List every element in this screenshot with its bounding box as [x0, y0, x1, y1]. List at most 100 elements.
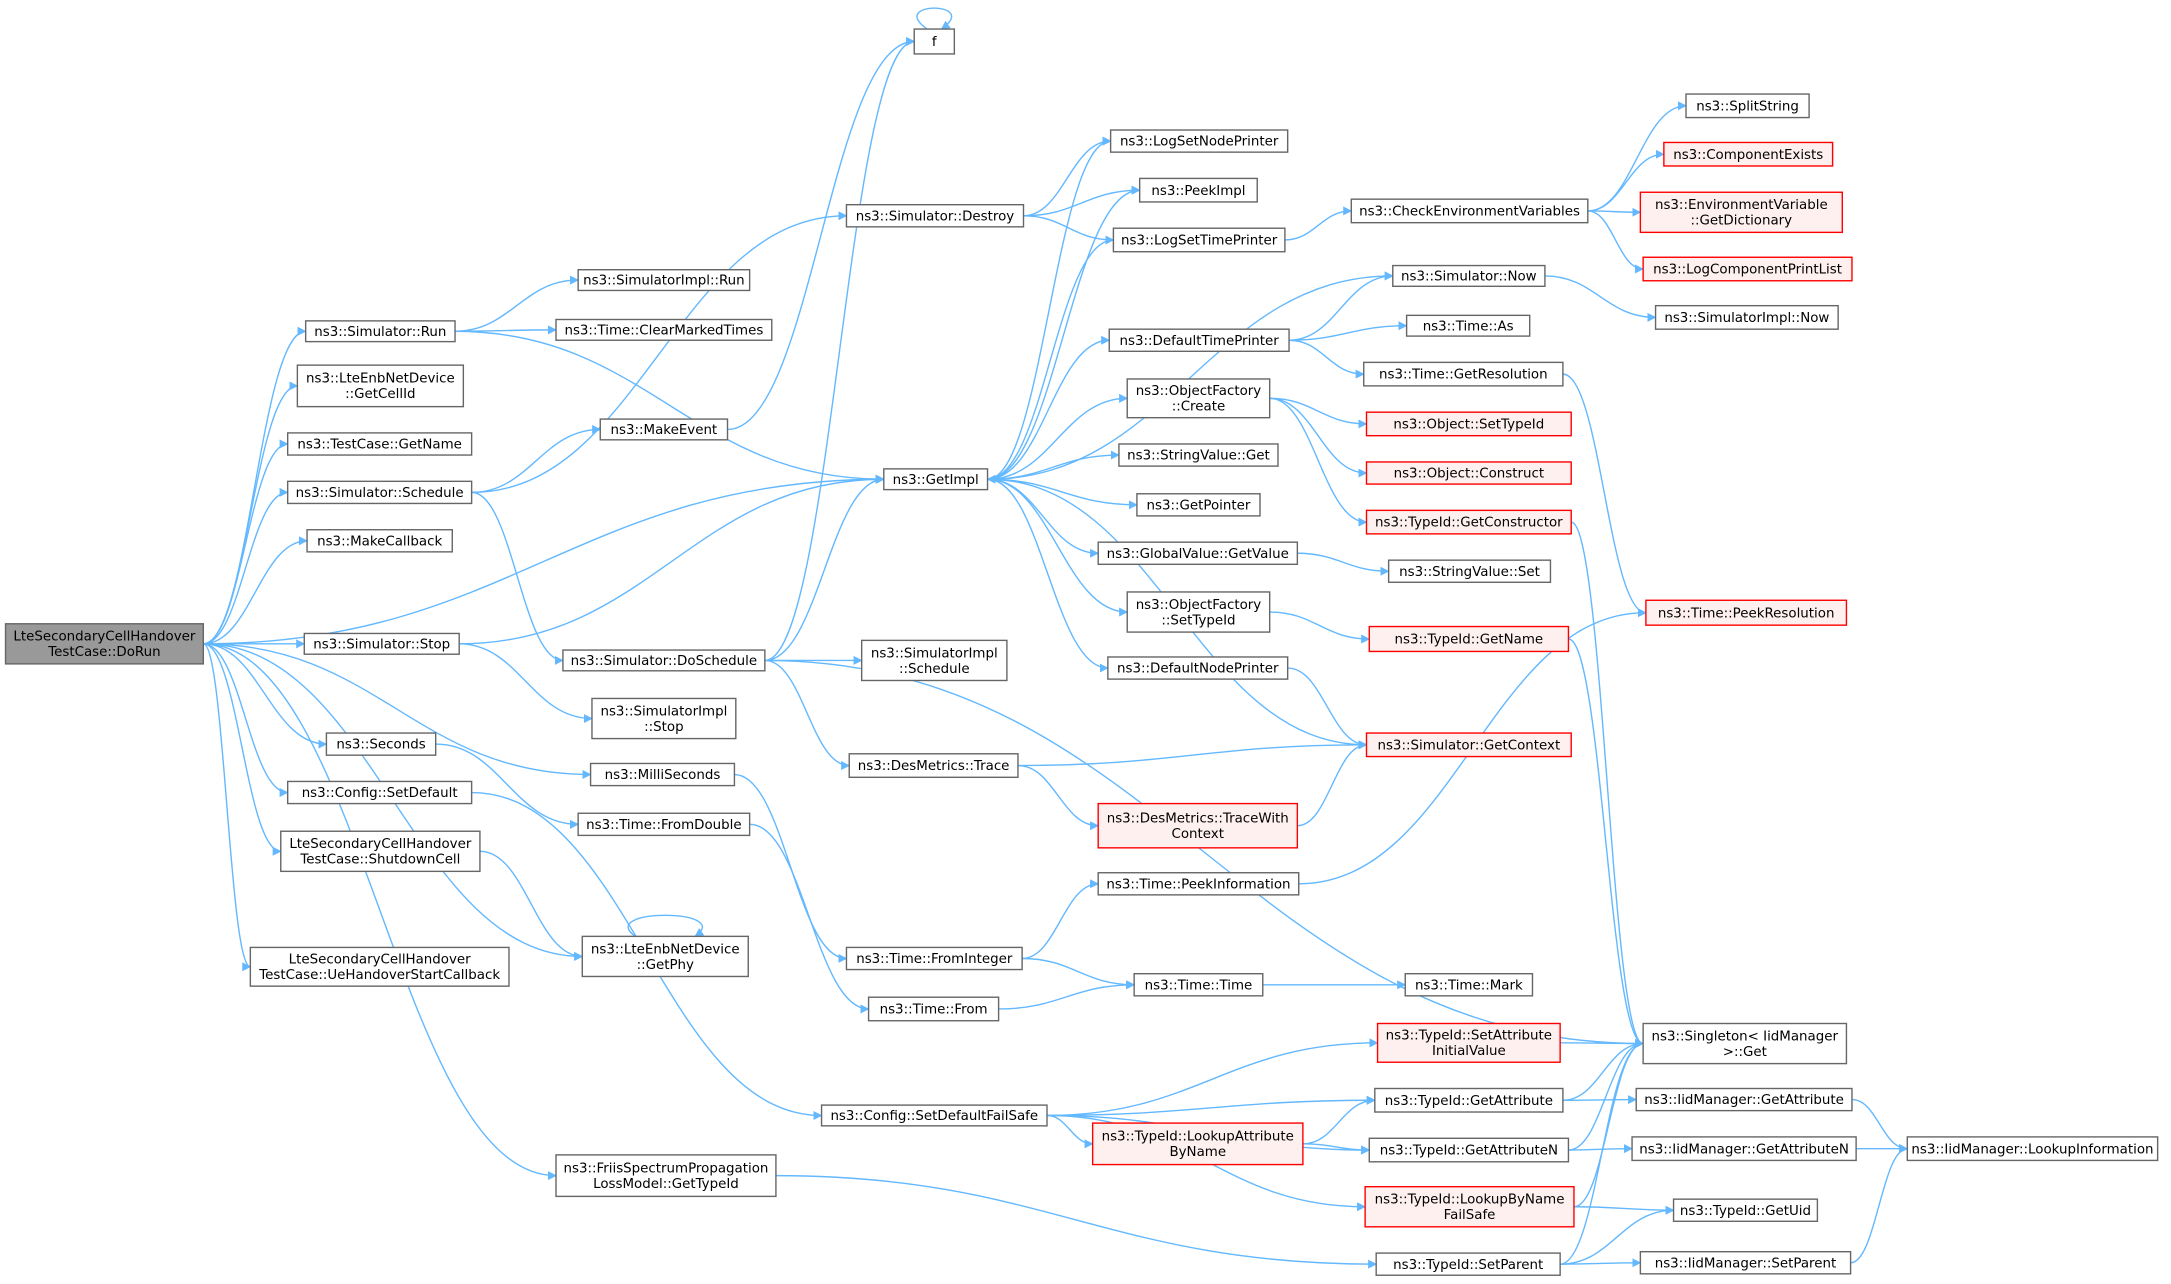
edge-root-to-makeCallback [203, 536, 308, 645]
node-box [1639, 191, 1843, 234]
node-f[interactable]: f [913, 28, 956, 55]
node-getConstructor[interactable]: ns3::TypeId::GetConstructor [1365, 509, 1572, 535]
node-label: ns3::Time::PeekResolution [1658, 606, 1835, 621]
node-getResolution[interactable]: ns3::Time::GetResolution [1363, 361, 1564, 387]
node-getImpl[interactable]: ns3::GetImpl [883, 468, 989, 491]
node-box [591, 697, 737, 740]
node-label: ns3::EnvironmentVariable [1655, 198, 1828, 213]
node-timeFrom[interactable]: ns3::Time::From [867, 996, 1000, 1022]
node-box [1107, 656, 1289, 680]
node-fromInteger[interactable]: ns3::Time::FromInteger [845, 946, 1023, 971]
node-simImplSchedule[interactable]: ns3::SimulatorImpl::Schedule [860, 639, 1008, 682]
node-box [1112, 227, 1286, 253]
node-iidGetAttr[interactable]: ns3::IidManager::GetAttribute [1635, 1087, 1853, 1112]
node-simImplStop[interactable]: ns3::SimulatorImpl::Stop [591, 697, 737, 740]
node-splitString[interactable]: ns3::SplitString [1685, 93, 1810, 119]
edge-getImpl-to-logSetNode [987, 136, 1112, 480]
node-objConstruct[interactable]: ns3::Object::Construct [1365, 461, 1572, 485]
node-iidLookupInfo[interactable]: ns3::IidManager::LookupInformation [1906, 1136, 2159, 1162]
node-label: ns3::Time::FromInteger [856, 952, 1013, 967]
node-objFacCreate[interactable]: ns3::ObjectFactory::Create [1126, 378, 1271, 419]
node-timeAs[interactable]: ns3::Time::As [1405, 314, 1531, 337]
node-defTimePrinter[interactable]: ns3::DefaultTimePrinter [1108, 328, 1290, 353]
node-label: ns3::SimulatorImpl [600, 704, 727, 719]
edge-doSchedule-to-f [764, 37, 916, 662]
node-tidSetParent[interactable]: ns3::TypeId::SetParent [1375, 1252, 1561, 1276]
edge-defTimePrinter-to-timeAs [1289, 321, 1408, 341]
node-simStop[interactable]: ns3::Simulator::Stop [303, 632, 460, 655]
node-peekImpl[interactable]: ns3::PeekImpl [1138, 177, 1258, 203]
node-objFacSetTypeId[interactable]: ns3::ObjectFactory::SetTypeId [1126, 591, 1271, 633]
node-cfgSetDefault[interactable]: ns3::Config::SetDefault [286, 780, 473, 805]
edge-getImpl-to-peekImpl [987, 185, 1141, 480]
node-milliSeconds[interactable]: ns3::MilliSeconds [589, 762, 736, 787]
node-makeEvent[interactable]: ns3::MakeEvent [599, 418, 729, 441]
node-getPointer[interactable]: ns3::GetPointer [1136, 493, 1261, 517]
edge-f-to-f [916, 7, 953, 30]
edge-defTimePrinter-to-simNow [1289, 271, 1394, 341]
node-box [1639, 1251, 1852, 1275]
node-label: ns3::ObjectFactory [1136, 598, 1262, 613]
edge-simSchedule-to-simDestroy [471, 211, 848, 494]
node-box [820, 1104, 1048, 1127]
node-box [1363, 361, 1564, 387]
node-defNodePrinter[interactable]: ns3::DefaultNodePrinter [1107, 656, 1289, 680]
node-logSetTime[interactable]: ns3::LogSetTimePrinter [1112, 227, 1286, 253]
node-ueHoStart[interactable]: LteSecondaryCellHandoverTestCase::UeHand… [249, 946, 510, 987]
node-box [1374, 1087, 1564, 1113]
edge-getImpl-to-defTimePrinter [987, 335, 1111, 480]
node-timeMark[interactable]: ns3::Time::Mark [1404, 973, 1534, 997]
node-peekInfo[interactable]: ns3::Time::PeekInformation [1097, 872, 1300, 896]
node-enbGetCellId[interactable]: ns3::LteEnbNetDevice::GetCellId [296, 364, 465, 408]
node-simSchedule[interactable]: ns3::Simulator::Schedule [286, 480, 473, 505]
node-tidGetAttrN[interactable]: ns3::TypeId::GetAttributeN [1368, 1137, 1570, 1163]
node-seconds[interactable]: ns3::Seconds [325, 732, 437, 756]
node-makeCallback[interactable]: ns3::MakeCallback [306, 529, 453, 553]
node-tidGetAttr[interactable]: ns3::TypeId::GetAttribute [1374, 1087, 1564, 1113]
node-fromDouble[interactable]: ns3::Time::FromDouble [577, 812, 751, 837]
node-box [249, 946, 510, 987]
node-desTrace[interactable]: ns3::DesMetrics::Trace [848, 753, 1019, 779]
node-objSetTypeId[interactable]: ns3::Object::SetTypeId [1365, 411, 1572, 437]
edge-root-to-shutdownCell [203, 643, 282, 856]
node-peekResolution[interactable]: ns3::Time::PeekResolution [1645, 599, 1848, 626]
node-tcGetName[interactable]: ns3::TestCase::GetName [286, 432, 473, 456]
node-label: ns3::Time::Mark [1415, 978, 1523, 993]
node-label: ns3::LteEnbNetDevice [306, 372, 455, 387]
node-tidGetUid[interactable]: ns3::TypeId::GetUid [1672, 1198, 1819, 1222]
node-strValSet[interactable]: ns3::StringValue::Set [1387, 559, 1552, 583]
node-compExists[interactable]: ns3::ComponentExists [1663, 141, 1834, 167]
node-strValGet[interactable]: ns3::StringValue::Get [1118, 443, 1279, 467]
edge-root-to-milliSeconds [203, 643, 592, 780]
node-singletonGet[interactable]: ns3::Singleton< IidManager>::Get [1642, 1022, 1848, 1065]
node-getPhy[interactable]: ns3::LteEnbNetDevice::GetPhy [581, 935, 749, 978]
node-logSetNode[interactable]: ns3::LogSetNodePrinter [1109, 129, 1289, 153]
node-setDefFailSafe[interactable]: ns3::Config::SetDefaultFailSafe [820, 1104, 1048, 1127]
node-logCompPrint[interactable]: ns3::LogComponentPrintList [1642, 256, 1853, 282]
node-typeIdGetName[interactable]: ns3::TypeId::GetName [1368, 625, 1570, 653]
node-label: ns3::TypeId::LookupAttribute [1102, 1130, 1294, 1145]
node-doSchedule[interactable]: ns3::Simulator::DoSchedule [562, 649, 766, 672]
node-box [1404, 973, 1534, 997]
node-simDestroy[interactable]: ns3::Simulator::Destroy [845, 203, 1025, 228]
node-label: ::GetCellId [345, 387, 415, 402]
node-timeTime[interactable]: ns3::Time::Time [1133, 973, 1264, 997]
node-iidSetParent[interactable]: ns3::IidManager::SetParent [1639, 1251, 1852, 1275]
node-simImplNow[interactable]: ns3::SimulatorImpl::Now [1654, 304, 1839, 330]
node-simImplRun[interactable]: ns3::SimulatorImpl::Run [577, 269, 751, 292]
node-simRun[interactable]: ns3::Simulator::Run [304, 320, 456, 343]
node-checkEnv[interactable]: ns3::CheckEnvironmentVariables [1350, 198, 1589, 224]
node-getContext[interactable]: ns3::Simulator::GetContext [1365, 732, 1572, 758]
node-shutdownCell[interactable]: LteSecondaryCellHandoverTestCase::Shutdo… [280, 830, 481, 873]
node-friisGetTypeId[interactable]: ns3::FriisSpectrumPropagationLossModel::… [555, 1154, 777, 1198]
node-clearMarked[interactable]: ns3::Time::ClearMarkedTimes [555, 318, 773, 341]
node-gvGetValue[interactable]: ns3::GlobalValue::GetValue [1097, 541, 1299, 566]
node-envGetDict[interactable]: ns3::EnvironmentVariable::GetDictionary [1639, 191, 1843, 234]
node-simNow[interactable]: ns3::Simulator::Now [1392, 264, 1546, 288]
node-iidGetAttrN[interactable]: ns3::IidManager::GetAttributeN [1631, 1136, 1857, 1162]
